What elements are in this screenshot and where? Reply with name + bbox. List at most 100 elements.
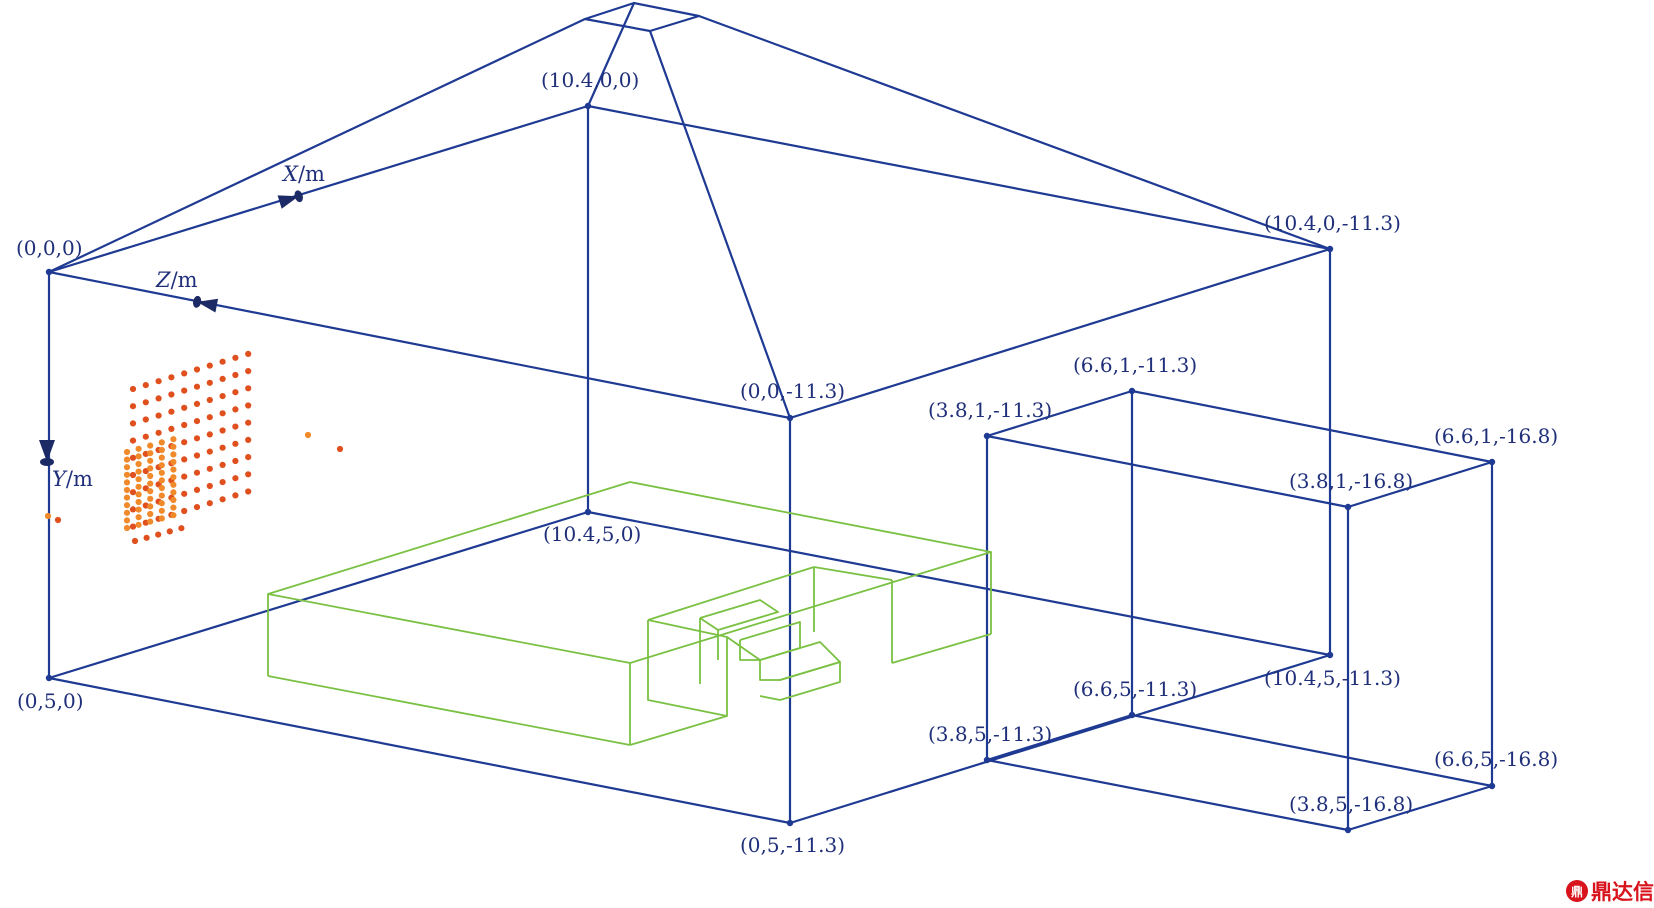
measurement-point xyxy=(135,498,142,506)
measurement-point xyxy=(168,408,175,415)
main-room-frame xyxy=(47,104,1332,825)
measurement-point xyxy=(123,502,131,509)
measurement-point xyxy=(232,440,239,447)
measurement-point xyxy=(123,486,131,494)
stair-assembly xyxy=(647,566,841,717)
vertex-6-6-5-m16-8 xyxy=(1488,782,1496,790)
label-10-4-0-0: (10.4,0,0) xyxy=(541,68,639,92)
measurement-point xyxy=(158,507,165,514)
measurement-point xyxy=(170,489,177,496)
measurement-point xyxy=(181,490,188,497)
measurement-point xyxy=(123,464,131,471)
measurement-point xyxy=(206,465,213,472)
measurement-point xyxy=(168,391,175,398)
label-0-0-m11-3: (0,0,-11.3) xyxy=(740,379,845,403)
edge-bottom-front-x xyxy=(48,510,589,680)
measurement-point xyxy=(232,423,239,430)
measurement-point xyxy=(170,466,177,473)
label-0-5-m11-3: (0,5,-11.3) xyxy=(740,833,845,857)
measurement-point xyxy=(219,393,226,400)
label-origin: (0,0,0) xyxy=(16,236,83,260)
label-3-8-1-m16-8: (3.8,1,-16.8) xyxy=(1289,469,1413,493)
measurement-point xyxy=(135,514,142,521)
stair-riser-c xyxy=(726,636,761,661)
measurement-point xyxy=(123,456,131,463)
edge-top-right-z xyxy=(587,104,1331,251)
hood-top-cap xyxy=(583,1,701,33)
measurement-point xyxy=(219,427,226,434)
measurement-point xyxy=(193,486,201,493)
measurement-point xyxy=(168,374,175,381)
measurement-point xyxy=(170,443,177,450)
axis-labels: X/m Z/m Y/m xyxy=(52,162,325,491)
measurement-point xyxy=(147,465,154,472)
measurement-point xyxy=(155,395,162,402)
measurement-point xyxy=(123,509,131,516)
y-axis-arrow-icon xyxy=(39,440,55,466)
measurement-point xyxy=(193,452,201,459)
label-6-6-5-m11-3: (6.6,5,-11.3) xyxy=(1073,677,1197,701)
measurement-point xyxy=(147,503,154,510)
measurement-point xyxy=(143,534,150,541)
vertex-6-6-1-m16-8 xyxy=(1488,458,1496,466)
vertex-10-4-0-m11-3 xyxy=(1326,245,1334,253)
measurement-point xyxy=(129,420,137,427)
measurement-point xyxy=(147,457,154,464)
annex-top-back xyxy=(1347,460,1493,509)
measurement-point xyxy=(170,512,177,519)
measurement-point xyxy=(147,480,154,487)
measurement-point xyxy=(181,421,188,429)
measurement-point xyxy=(155,412,162,419)
vertex-markers xyxy=(45,102,1496,834)
edge-bottom-left-z xyxy=(48,676,791,825)
measurement-point xyxy=(193,400,201,407)
measurement-point xyxy=(181,456,188,463)
stair-step-4 xyxy=(759,661,841,701)
annex-bottom-right xyxy=(1131,713,1493,788)
measurement-point xyxy=(131,537,139,545)
label-3-8-5-m16-8: (3.8,5,-16.8) xyxy=(1289,792,1413,816)
measurement-point xyxy=(123,524,131,532)
label-6-6-1-m11-3: (6.6,1,-11.3) xyxy=(1073,353,1197,377)
label-3-8-1-m11-3: (3.8,1,-11.3) xyxy=(928,398,1052,422)
measurement-point xyxy=(170,436,177,443)
hood-edge-origin xyxy=(48,18,586,273)
vertex-10-4-5-m11-3 xyxy=(1326,651,1334,659)
measurement-point xyxy=(155,429,162,436)
measurement-point xyxy=(232,492,239,499)
label-3-8-5-m11-3: (3.8,5,-11.3) xyxy=(928,722,1052,746)
measurement-point xyxy=(181,473,188,480)
vertex-0-0-m11-3 xyxy=(786,414,794,422)
measurement-point xyxy=(158,462,165,469)
annex-bottom-back xyxy=(1347,784,1493,832)
edge-top-left-z xyxy=(48,270,791,420)
measurement-point xyxy=(147,450,154,457)
measurement-point xyxy=(129,506,137,513)
vertex-origin xyxy=(45,268,53,276)
measurement-point xyxy=(206,448,213,455)
measurement-point xyxy=(219,461,226,468)
measurement-point xyxy=(219,410,226,417)
coordinate-labels: (0,0,0) (10.4,0,0) (10.4,0,-11.3) (0,0,-… xyxy=(16,68,1558,857)
measurement-point xyxy=(142,399,149,406)
measurement-point xyxy=(219,444,226,451)
edge-top-back-x xyxy=(789,247,1331,420)
annex-top-right xyxy=(1131,389,1493,464)
measurement-point xyxy=(135,521,142,528)
watermark-logo: 鼎 鼎达信 xyxy=(1566,876,1654,906)
measurement-point xyxy=(158,454,165,461)
table-top-face xyxy=(267,481,992,664)
measurement-point xyxy=(232,406,239,413)
measurement-point xyxy=(135,460,142,468)
vertex-10-4-5-0 xyxy=(584,508,592,516)
measurement-point xyxy=(155,378,162,385)
measurement-point-grid xyxy=(44,350,344,545)
label-10-4-0-m11-3: (10.4,0,-11.3) xyxy=(1264,211,1401,235)
watermark-badge-icon: 鼎 xyxy=(1566,880,1588,902)
measurement-point xyxy=(158,500,165,507)
table-inner-step-top xyxy=(813,566,893,581)
measurement-point xyxy=(129,437,137,444)
measurement-point xyxy=(245,350,252,357)
stair-step-1 xyxy=(699,599,779,631)
